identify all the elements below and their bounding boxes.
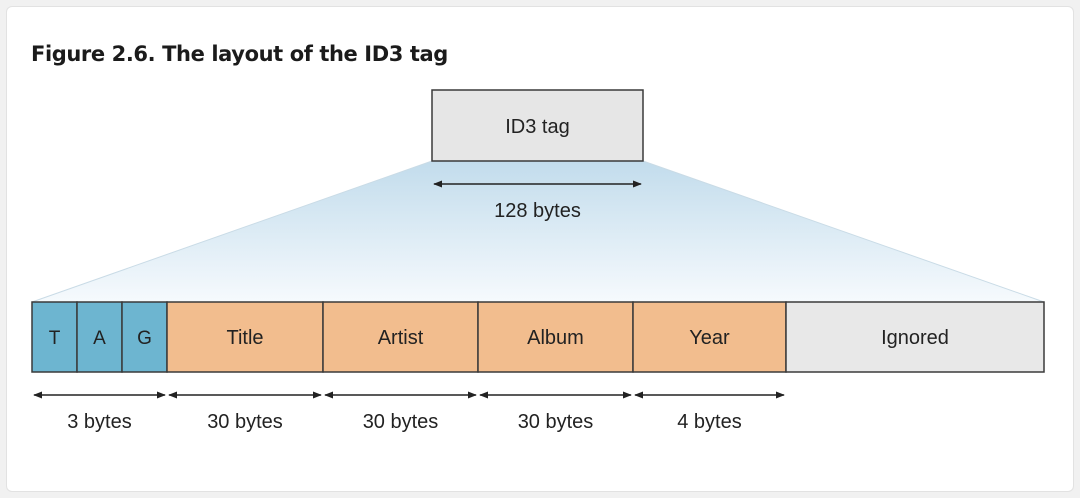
- field-cell-tag-g: [121, 301, 168, 373]
- field-cell-ignored: [785, 301, 1045, 373]
- size-arrows: 3 bytes 30 bytes 30 bytes 30 bytes 4 byt…: [33, 391, 785, 433]
- field-label-album: Album: [527, 327, 584, 349]
- id3-tag-label: ID3 tag: [505, 116, 569, 138]
- fan-edge-right: [642, 160, 1045, 303]
- field-cell-album: [477, 301, 634, 373]
- field-label-ignored: Ignored: [881, 327, 949, 349]
- field-label-t: T: [49, 328, 61, 349]
- field-cell-artist: [322, 301, 479, 373]
- size-label-tag: 3 bytes: [67, 411, 131, 433]
- field-label-year: Year: [689, 327, 730, 349]
- field-cell-title: [166, 301, 324, 373]
- field-cell-year: [632, 301, 787, 373]
- figure-caption: Figure 2.6. The layout of the ID3 tag: [31, 42, 448, 66]
- field-label-artist: Artist: [378, 327, 424, 349]
- size-label-year: 4 bytes: [677, 411, 741, 433]
- size-label-title: 30 bytes: [207, 411, 283, 433]
- id3-tag-block: [431, 89, 644, 162]
- size-label-album: 30 bytes: [518, 411, 594, 433]
- field-cell-tag-a: [76, 301, 123, 373]
- field-row: T A G Title Artist Album Year Ignored: [31, 301, 1045, 373]
- field-label-title: Title: [226, 327, 263, 349]
- total-size-label: 128 bytes: [494, 200, 581, 222]
- field-label-g: G: [137, 328, 152, 349]
- field-label-a: A: [93, 328, 106, 349]
- size-label-artist: 30 bytes: [363, 411, 439, 433]
- expansion-fan: [32, 161, 1044, 302]
- fan-edge-left: [31, 160, 433, 303]
